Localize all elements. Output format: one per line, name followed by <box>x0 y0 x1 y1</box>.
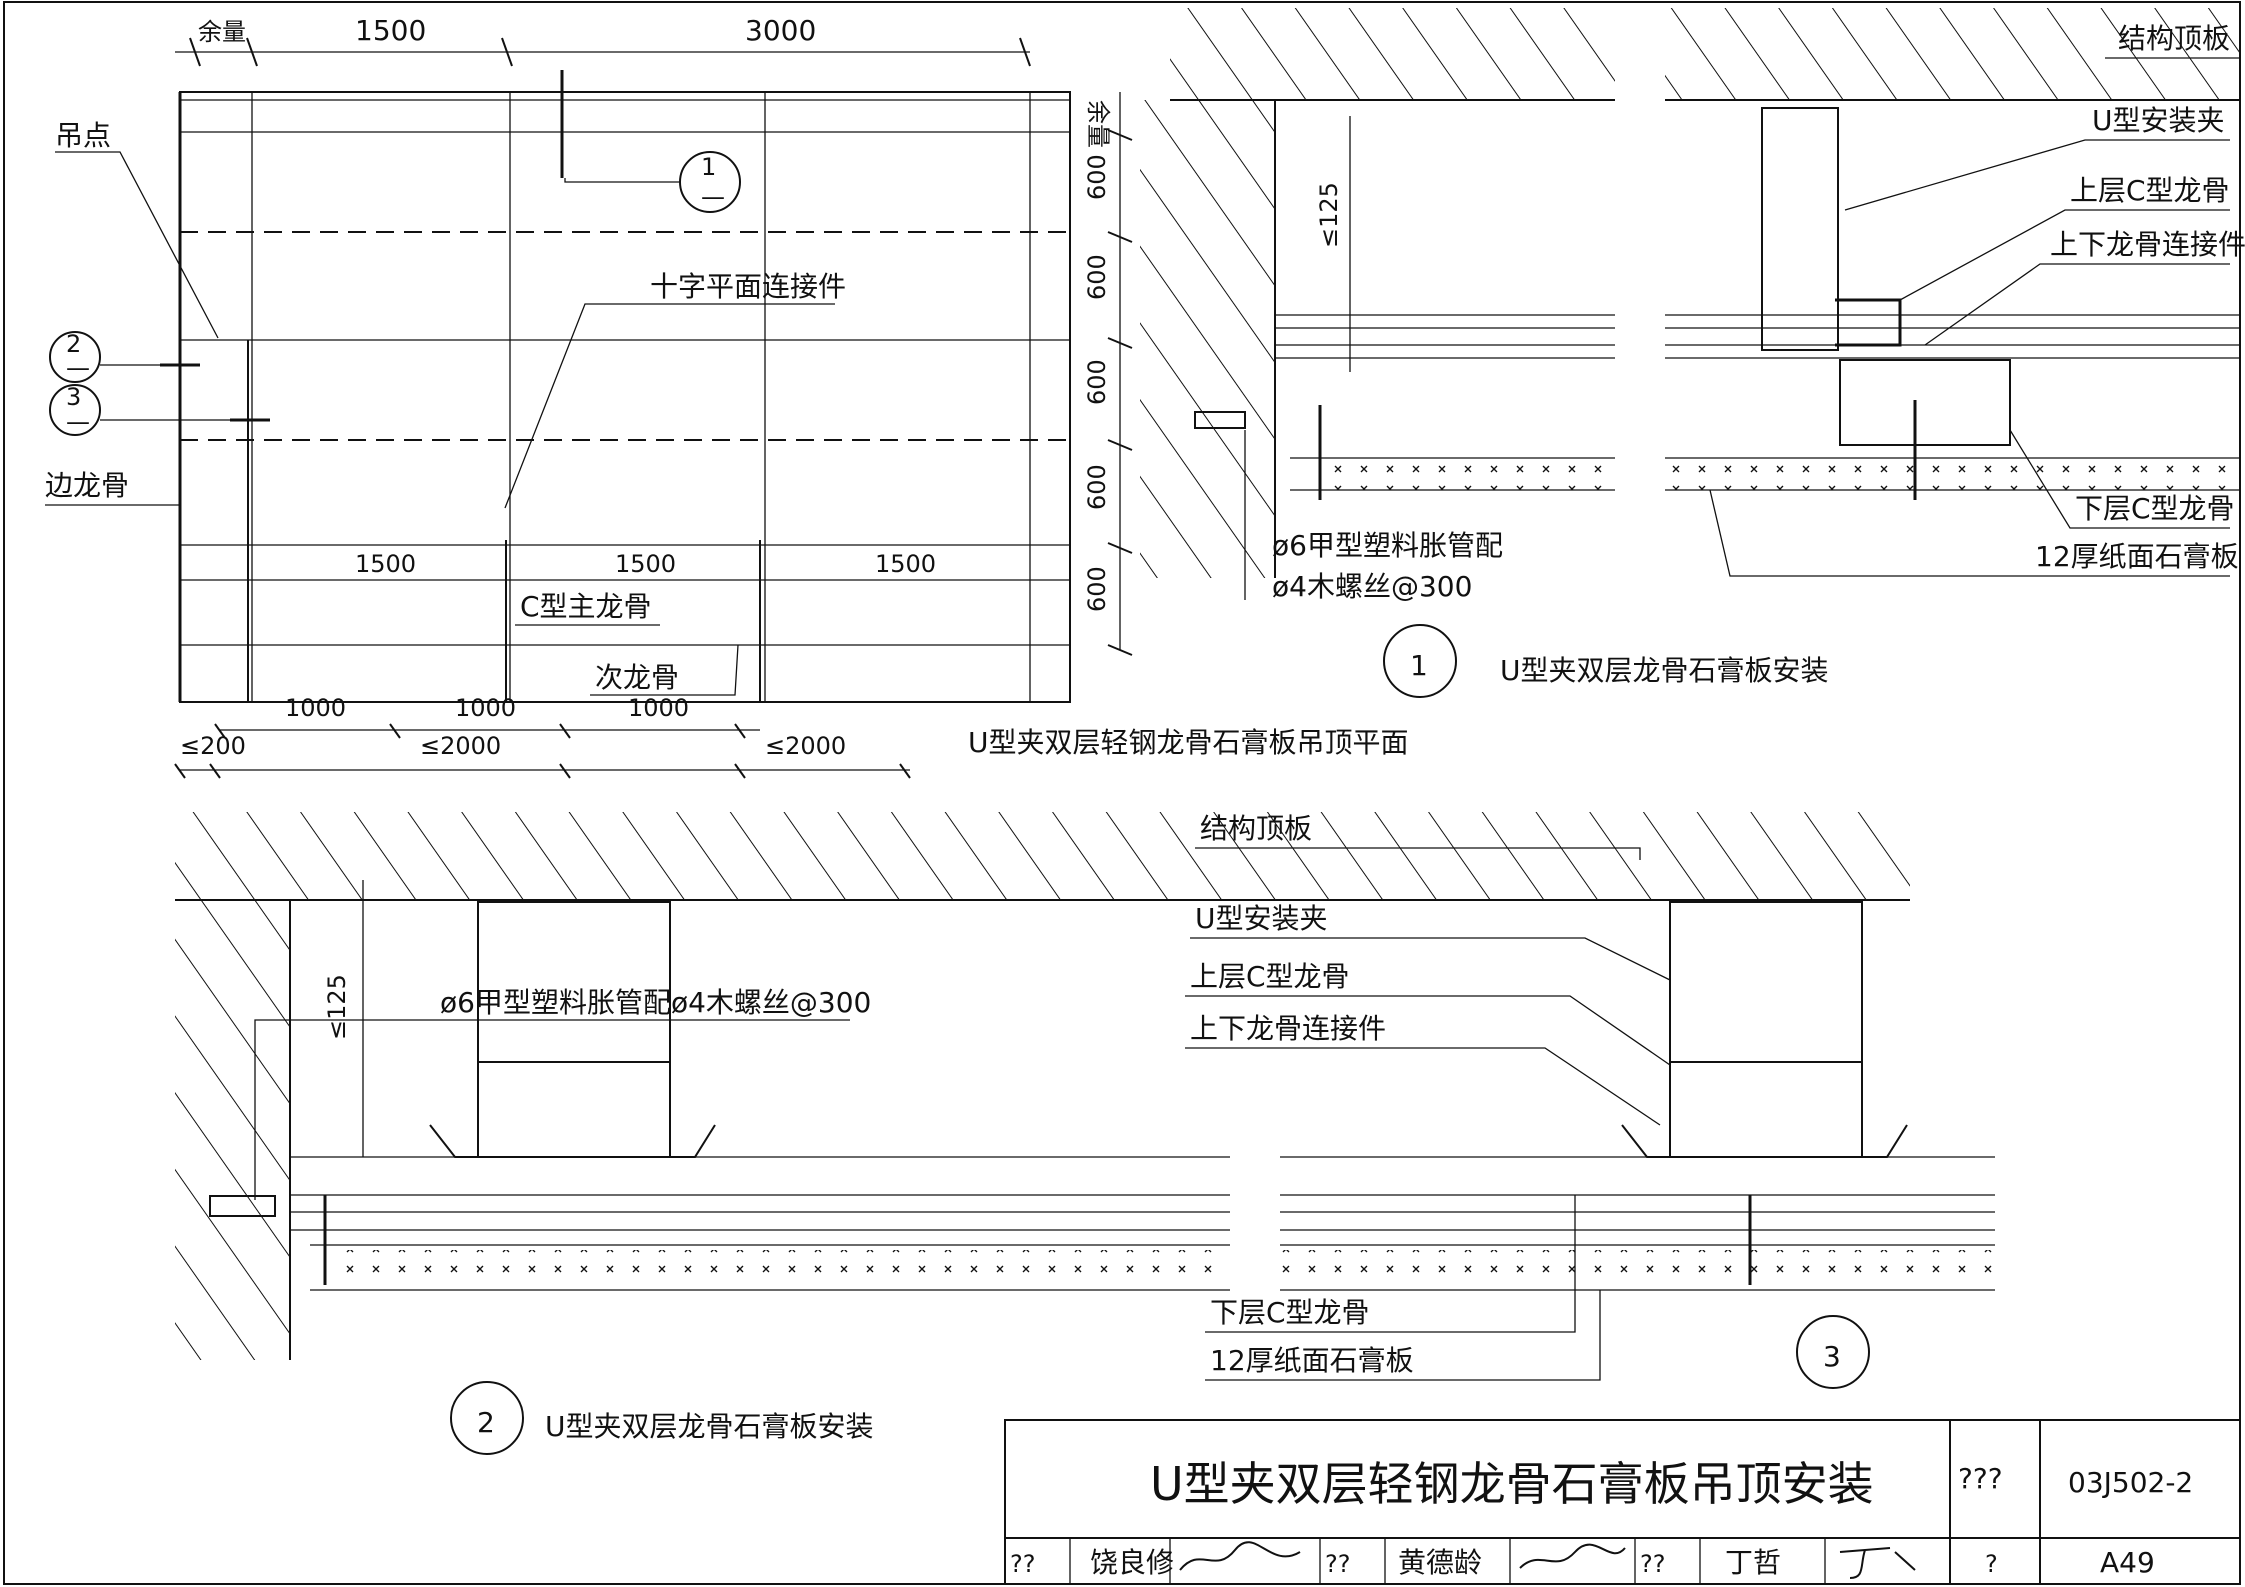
dim-bottom-1000-1: 1000 <box>285 694 346 722</box>
label-secondary-keel: 次龙骨 <box>595 661 679 694</box>
d3-label-slab: 结构顶板 <box>1200 812 1312 845</box>
svg-text:—: — <box>701 183 725 211</box>
dim-inner-1500-1: 1500 <box>355 550 416 578</box>
d1-label-screw: ø4木螺丝@300 <box>1272 570 1472 603</box>
name-3: 丁哲 <box>1725 1546 1781 1579</box>
d2-number-circle <box>450 1381 524 1455</box>
d3-number-circle <box>1796 1315 1870 1389</box>
d1-label-lower-c: 下层C型龙骨 <box>2075 492 2235 525</box>
name-1: 饶良修 <box>1090 1546 1174 1579</box>
dim-right-600-1: 600 <box>1083 154 1111 200</box>
d1-label-slab: 结构顶板 <box>2118 22 2230 55</box>
svg-text:3: 3 <box>1823 1340 1841 1373</box>
d2-label-anchor: ø6甲型塑料胀管配ø4木螺丝@300 <box>440 986 871 1019</box>
sheet-border <box>3 1 2241 1585</box>
svg-text:3: 3 <box>66 383 81 411</box>
u-clip-3 <box>1669 901 1863 1063</box>
d1-label-connector: 上下龙骨连接件 <box>2050 228 2245 261</box>
dim-bottom-2000a: ≤2000 <box>420 732 501 760</box>
d3-label-lower-c: 下层C型龙骨 <box>1210 1296 1370 1329</box>
signature-1 <box>1179 1541 1301 1571</box>
dim-inner-1500-3: 1500 <box>875 550 936 578</box>
d2-dim-125: ≤125 <box>323 974 351 1040</box>
detail-2-3: ≤125 ø6甲型塑料胀管配ø4木螺丝@300 结构顶板 U型安装夹 上层C型龙… <box>175 812 1995 1455</box>
dim-top-3000: 3000 <box>745 14 816 47</box>
svg-text:2: 2 <box>477 1406 495 1439</box>
d1-caption: U型夹双层龙骨石膏板安装 <box>1500 654 1829 687</box>
d3-label-board: 12厚纸面石膏板 <box>1210 1344 1414 1377</box>
u-clip-2 <box>477 901 671 1063</box>
label-c-main-keel: C型主龙骨 <box>520 590 652 623</box>
d1-label-board: 12厚纸面石膏板 <box>2035 540 2239 573</box>
row-label-2: ?? <box>1325 1550 1350 1578</box>
dim-right-600-5: 600 <box>1083 566 1111 612</box>
atlas-number: 03J502-2 <box>2068 1466 2193 1499</box>
section-marker-2 <box>49 331 101 383</box>
dim-top-1500: 1500 <box>355 14 426 47</box>
name-2: 黄德龄 <box>1398 1546 1482 1579</box>
dim-right-600-2: 600 <box>1083 254 1111 300</box>
title-block: U型夹双层轻钢龙骨石膏板吊顶安装 ??? 03J502-2 ?? 饶良修 ?? … <box>1004 1419 2241 1585</box>
dim-top-margin: 余量 <box>198 18 246 46</box>
row-label-1: ?? <box>1010 1550 1035 1578</box>
ceiling-plan: 余量 1500 3000 余量 600 600 600 600 600 <box>45 14 1409 779</box>
page-label: ? <box>1985 1550 1998 1578</box>
svg-text:1: 1 <box>701 153 716 181</box>
lower-c-keel-1 <box>1839 359 2011 446</box>
dim-bottom-200: ≤200 <box>180 732 246 760</box>
dim-right-600-3: 600 <box>1083 359 1111 405</box>
atlas-label: ??? <box>1958 1462 2003 1495</box>
section-marker-3 <box>49 384 101 436</box>
d1-label-upper-c: 上层C型龙骨 <box>2070 174 2230 207</box>
label-hanging-point: 吊点 <box>55 119 111 152</box>
dim-bottom-1000-2: 1000 <box>455 694 516 722</box>
drawing-title: U型夹双层轻钢龙骨石膏板吊顶安装 <box>1150 1457 1874 1511</box>
dim-right-600-4: 600 <box>1083 464 1111 510</box>
svg-text:1: 1 <box>1410 649 1428 682</box>
page-number: A49 <box>2100 1546 2155 1579</box>
detail-1: ≤125 结构顶板 U型安装夹 上层C型龙骨 上下龙骨连接件 下层C型龙骨 12… <box>1140 8 2245 698</box>
signature-2 <box>1519 1543 1626 1569</box>
d1-label-u-clip: U型安装夹 <box>2092 104 2225 137</box>
d1-number-circle <box>1383 624 1457 698</box>
dim-inner-1500-2: 1500 <box>615 550 676 578</box>
d2-caption: U型夹双层龙骨石膏板安装 <box>545 1410 874 1443</box>
d3-label-u-clip: U型安装夹 <box>1195 902 1328 935</box>
dim-right-margin: 余量 <box>1084 100 1112 148</box>
d1-dim-125: ≤125 <box>1315 182 1343 248</box>
label-cross-connector: 十字平面连接件 <box>650 270 846 303</box>
svg-text:—: — <box>66 354 90 382</box>
signature-3 <box>1839 1547 1916 1579</box>
d3-label-upper-c: 上层C型龙骨 <box>1190 960 1350 993</box>
svg-text:2: 2 <box>66 330 81 358</box>
dim-bottom-2000b: ≤2000 <box>765 732 846 760</box>
label-edge-keel: 边龙骨 <box>45 469 129 502</box>
svg-text:—: — <box>66 408 90 436</box>
dim-bottom-1000-3: 1000 <box>628 694 689 722</box>
u-clip-1 <box>1761 107 1839 351</box>
d3-label-connector: 上下龙骨连接件 <box>1190 1012 1386 1045</box>
d1-label-anchor: ø6甲型塑料胀管配 <box>1272 529 1503 562</box>
section-marker-1 <box>679 151 741 213</box>
row-label-3: ?? <box>1640 1550 1665 1578</box>
plan-caption: U型夹双层轻钢龙骨石膏板吊顶平面 <box>968 726 1409 759</box>
